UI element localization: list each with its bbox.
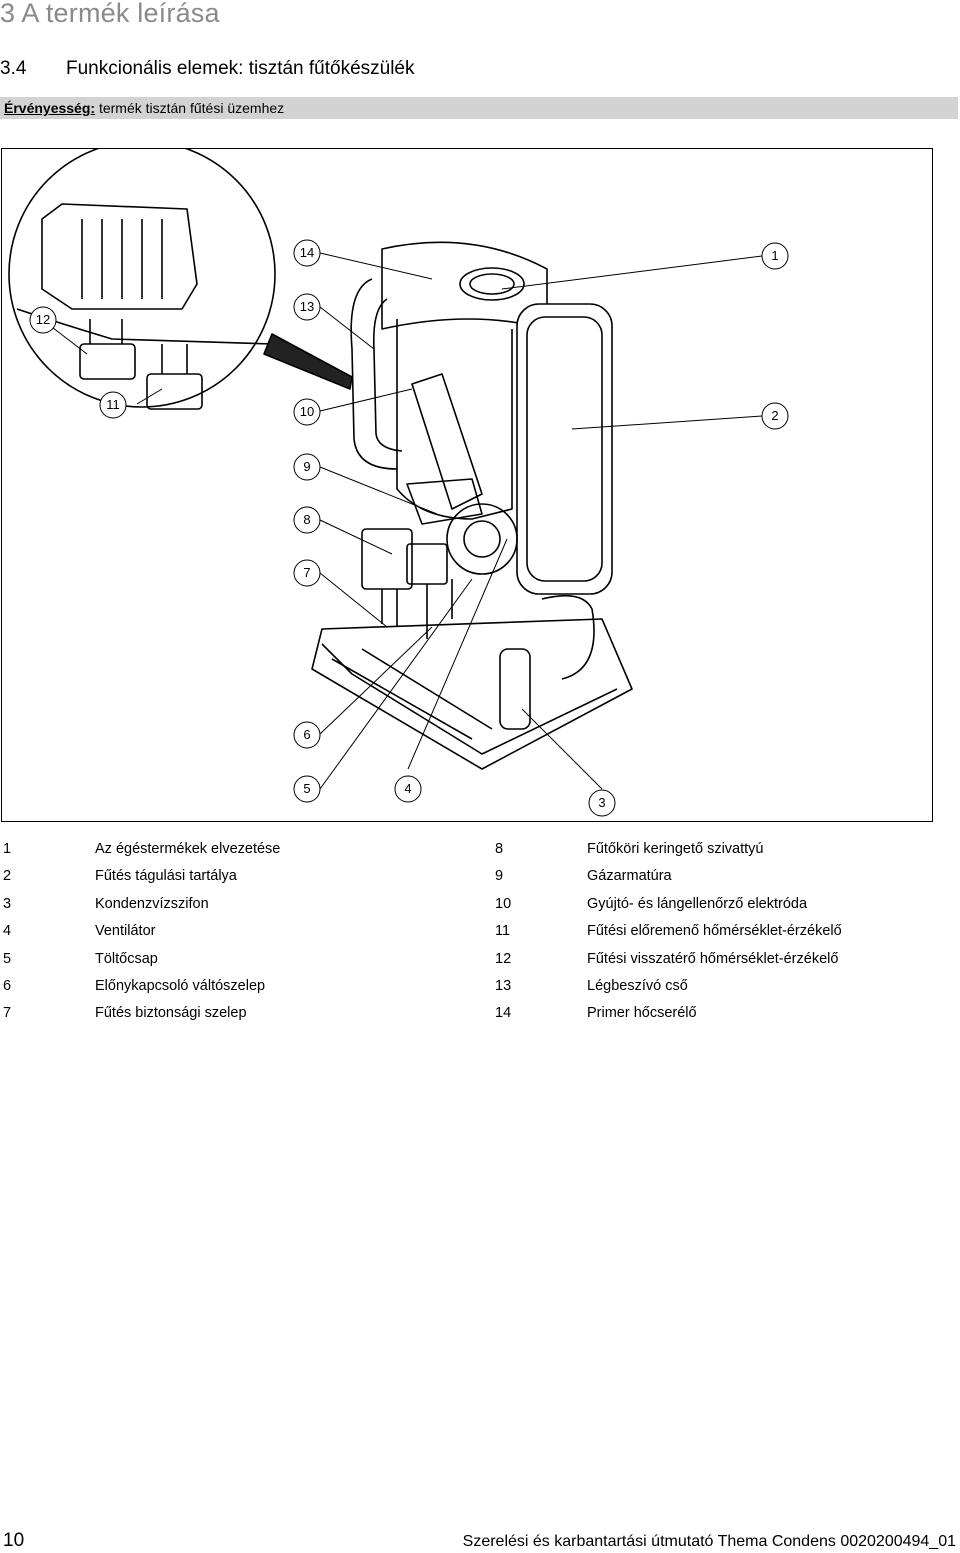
callout-4: [394, 775, 422, 803]
page-number: 10: [3, 1530, 25, 1551]
callout-7: [293, 559, 321, 587]
boiler-diagram: 14 1 13 12 11 10 2 9 8 7 6 5 4 3: [1, 148, 933, 822]
callout-label-9: 9: [303, 459, 310, 474]
callout-6: [293, 721, 321, 749]
callout-label-2: 2: [771, 408, 778, 423]
callout-8: [293, 506, 321, 534]
callout-3: [588, 789, 616, 817]
callout-label-8: 8: [303, 512, 310, 527]
callout-label-11: 11: [106, 397, 120, 412]
callout-label-7: 7: [303, 565, 310, 580]
chapter-title: 3 A termék leírása: [0, 0, 220, 28]
callout-10: [293, 398, 321, 426]
callout-5: [293, 775, 321, 803]
callout-14: [293, 239, 321, 267]
callout-2: [761, 402, 789, 430]
callout-label-5: 5: [303, 781, 310, 796]
section-title: Funkcionális elemek: tisztán fűtőkészülé…: [66, 58, 415, 79]
callout-label-3: 3: [598, 795, 605, 810]
section-heading: 3.4 Funkcionális elemek: tisztán fűtőkész…: [0, 58, 415, 80]
validity-bar: Érvényesség: termék tisztán fűtési üzemh…: [0, 97, 958, 119]
callout-label-4: 4: [404, 781, 411, 796]
section-number: 3.4: [0, 58, 27, 79]
callout-label-1: 1: [771, 248, 778, 263]
validity-text: termék tisztán fűtési üzemhez: [98, 100, 285, 116]
callout-label-6: 6: [303, 727, 310, 742]
callout-label-12: 12: [36, 312, 50, 327]
callout-12: [29, 306, 57, 334]
callout-11: [99, 391, 127, 419]
document-title: Szerelési és karbantartási útmutató Them…: [462, 1533, 956, 1550]
callout-9: [293, 453, 321, 481]
callout-label-13: 13: [300, 299, 314, 314]
validity-label: Érvényesség:: [4, 100, 96, 116]
callout-label-14: 14: [300, 245, 314, 260]
callout-1: [761, 242, 789, 270]
callout-13: [293, 293, 321, 321]
callout-label-10: 10: [300, 404, 314, 419]
boiler-illustration: 14 1 13 12 11 10 2 9 8 7 6 5 4 3: [8, 149, 789, 817]
